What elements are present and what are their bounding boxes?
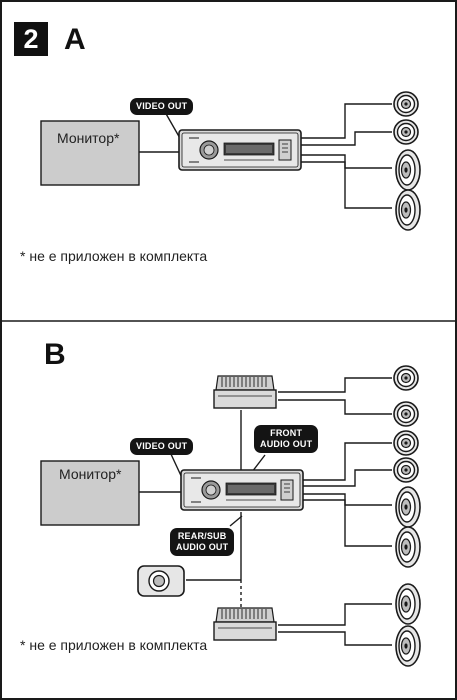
speaker-a-4 <box>395 189 421 231</box>
video-out-a-badge: VIDEO OUT <box>130 98 194 115</box>
speaker-a-2 <box>393 119 419 145</box>
footnote-a: * не е приложен в комплекта <box>20 248 208 264</box>
headunit-b <box>180 469 304 511</box>
speaker-b-6 <box>395 526 421 568</box>
rear-sub-audio-out-line-2: AUDIO OUT <box>176 542 229 552</box>
speaker-b-5 <box>395 486 421 528</box>
speaker-b-4 <box>393 457 419 483</box>
footnote-b: * не е приложен в комплекта <box>20 637 208 653</box>
speaker-b-7 <box>395 583 421 625</box>
front-audio-out-line-1: FRONT <box>270 428 303 438</box>
headunit-a <box>178 129 302 171</box>
section-a-letter: A <box>64 23 86 56</box>
rear-sub-audio-out-badge: REAR/SUB AUDIO OUT <box>170 528 235 556</box>
front-audio-out-badge: FRONT AUDIO OUT <box>254 425 319 453</box>
speaker-b-8 <box>395 625 421 667</box>
speaker-a-3 <box>395 149 421 191</box>
rear-sub-audio-out-line-1: REAR/SUB <box>177 531 227 541</box>
speaker-b-1 <box>393 365 419 391</box>
video-out-b-badge: VIDEO OUT <box>130 438 194 455</box>
speaker-a-1 <box>393 91 419 117</box>
section-b-letter: B <box>44 338 66 371</box>
speaker-b-2 <box>393 401 419 427</box>
front-audio-out-line-2: AUDIO OUT <box>260 439 313 449</box>
amplifier-bottom <box>213 607 277 641</box>
section-a-diagram <box>40 103 392 209</box>
section-b-diagram <box>40 377 392 646</box>
subwoofer <box>137 565 185 597</box>
monitor-a-label: Монитор* <box>57 130 120 146</box>
amplifier-top <box>213 375 277 409</box>
monitor-b <box>40 460 140 526</box>
figure-number: 2 <box>14 22 48 56</box>
monitor-b-label: Монитор* <box>59 466 122 482</box>
monitor-a <box>40 120 140 186</box>
speaker-b-3 <box>393 430 419 456</box>
